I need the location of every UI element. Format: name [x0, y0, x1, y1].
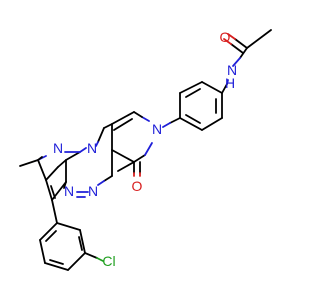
- phenylene-ring: [162, 81, 223, 131]
- atom-label-chlorine: Cl: [102, 253, 115, 269]
- atom-label-nitrogen: N: [87, 140, 97, 156]
- atom-label-nitrogen: N: [227, 62, 237, 78]
- pyridinone-ring: [111, 111, 153, 177]
- atom-label-nitrogen: N: [53, 140, 63, 156]
- atom-label-nitrogen: N: [64, 183, 74, 199]
- atom-label-nitrogen: N: [152, 121, 162, 137]
- atom-label-oxygen: O: [132, 178, 143, 194]
- triazine-ring: [63, 123, 135, 198]
- atom-label-oxygen: O: [220, 29, 231, 45]
- atom-label-hydrogen: H: [225, 75, 235, 91]
- acetamide-group: [221, 29, 272, 94]
- chlorophenyl-ring: [39, 199, 104, 271]
- pyrazole-ring: [19, 151, 81, 201]
- atom-label-nitrogen: N: [88, 183, 98, 199]
- molecule-structure: O N H N O N N N N Cl: [19, 29, 272, 271]
